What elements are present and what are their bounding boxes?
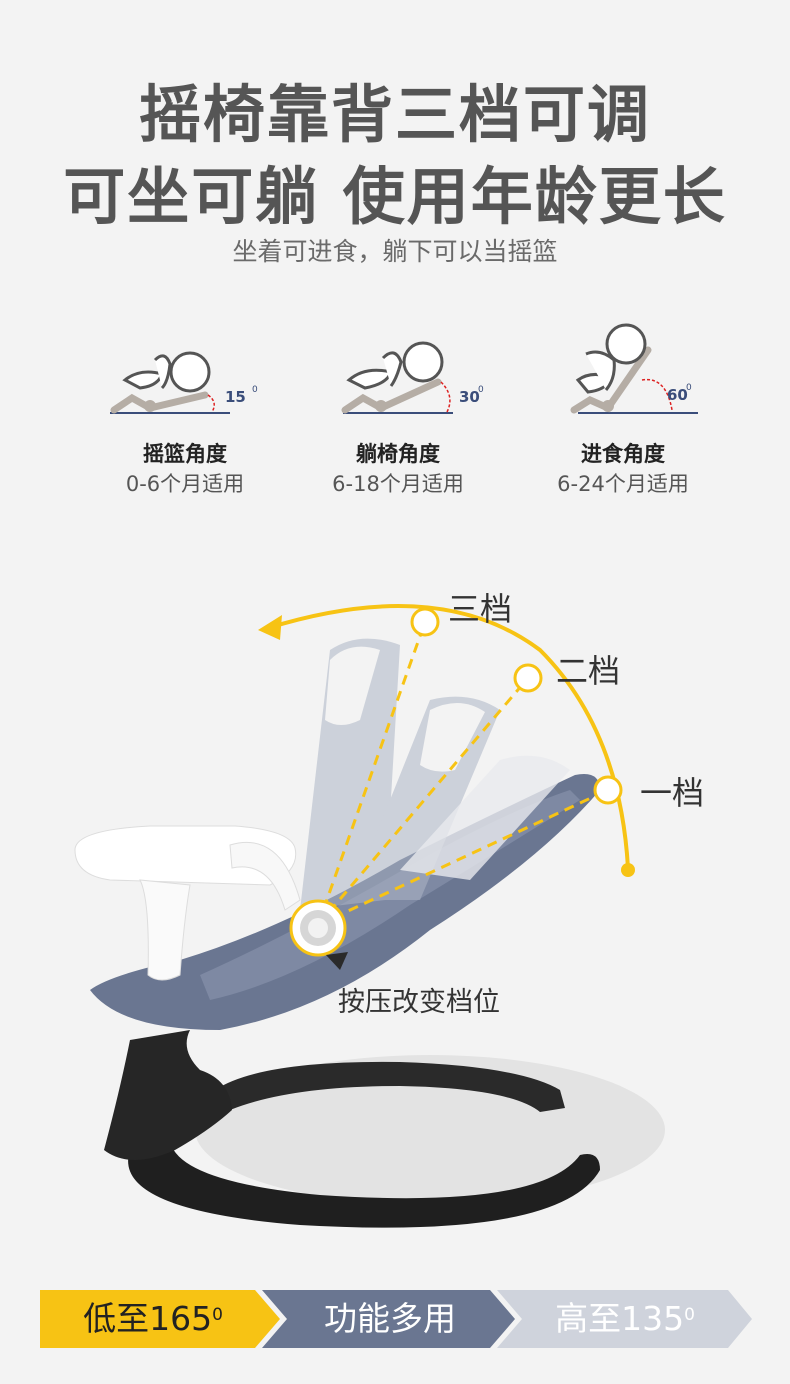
tray	[74, 825, 297, 886]
recline-modes: 15 0 摇篮角度 0-6个月适用 30 0 躺椅角度 6-18个月适用	[0, 320, 790, 510]
mode-cradle: 15 0 摇篮角度 0-6个月适用	[70, 320, 300, 510]
bottom-feature-bar	[40, 1290, 752, 1348]
ghost-backrest-positions	[300, 638, 500, 910]
gear-3-label: 三档	[448, 590, 513, 628]
mode-lounge-age: 6-18个月适用	[332, 472, 464, 496]
svg-text:0: 0	[478, 385, 484, 395]
mode-feeding-name: 进食角度	[581, 442, 665, 466]
press-to-adjust-label: 按压改变档位	[338, 987, 500, 1018]
feeding-angle-icon: 60 0	[570, 323, 698, 414]
mode-feeding: 60 0 进食角度 6-24个月适用	[508, 320, 738, 510]
base-ring-front	[128, 1130, 600, 1228]
cradle-angle-value: 15	[225, 388, 246, 406]
seg-middle-bg	[262, 1290, 515, 1348]
base-ring-back	[215, 1061, 565, 1112]
subtitle: 坐着可进食，躺下可以当摇篮	[232, 237, 558, 266]
multi-function-label: 功能多用	[324, 1299, 456, 1338]
arc-arrow-head	[258, 615, 282, 640]
lounge-angle-value: 30	[459, 388, 480, 406]
svg-text:0: 0	[686, 383, 692, 393]
seg-high-bg	[497, 1290, 752, 1348]
gear-2-marker	[513, 663, 543, 693]
gear-1-label: 一档	[640, 774, 705, 812]
feeding-angle-value: 60	[667, 386, 688, 404]
low-height-label: 低至1650	[83, 1299, 223, 1338]
gear-2-label: 二档	[556, 652, 621, 690]
lounge-angle-icon: 30 0	[341, 341, 484, 414]
cradle-angle-icon: 15 0	[110, 351, 258, 414]
mode-cradle-name: 摇篮角度	[143, 442, 227, 466]
gear-1-marker	[593, 775, 623, 805]
svg-text:0: 0	[252, 385, 258, 395]
headline-line-1: 摇椅靠背三档可调	[138, 78, 651, 151]
gear-3-marker	[410, 607, 440, 637]
recline-guides	[316, 621, 609, 927]
mode-lounge: 30 0 躺椅角度 6-18个月适用	[283, 320, 513, 510]
mode-cradle-age: 0-6个月适用	[125, 472, 245, 496]
mode-lounge-name: 躺椅角度	[356, 442, 440, 466]
mode-feeding-age: 6-24个月适用	[557, 472, 689, 496]
pedestal	[104, 1030, 232, 1160]
bouncer-chair-illustration	[74, 604, 665, 1228]
seg-low-bg	[40, 1290, 280, 1348]
high-height-label: 高至1350	[555, 1299, 695, 1338]
headline-line-2: 可坐可躺 使用年龄更长	[63, 160, 727, 233]
